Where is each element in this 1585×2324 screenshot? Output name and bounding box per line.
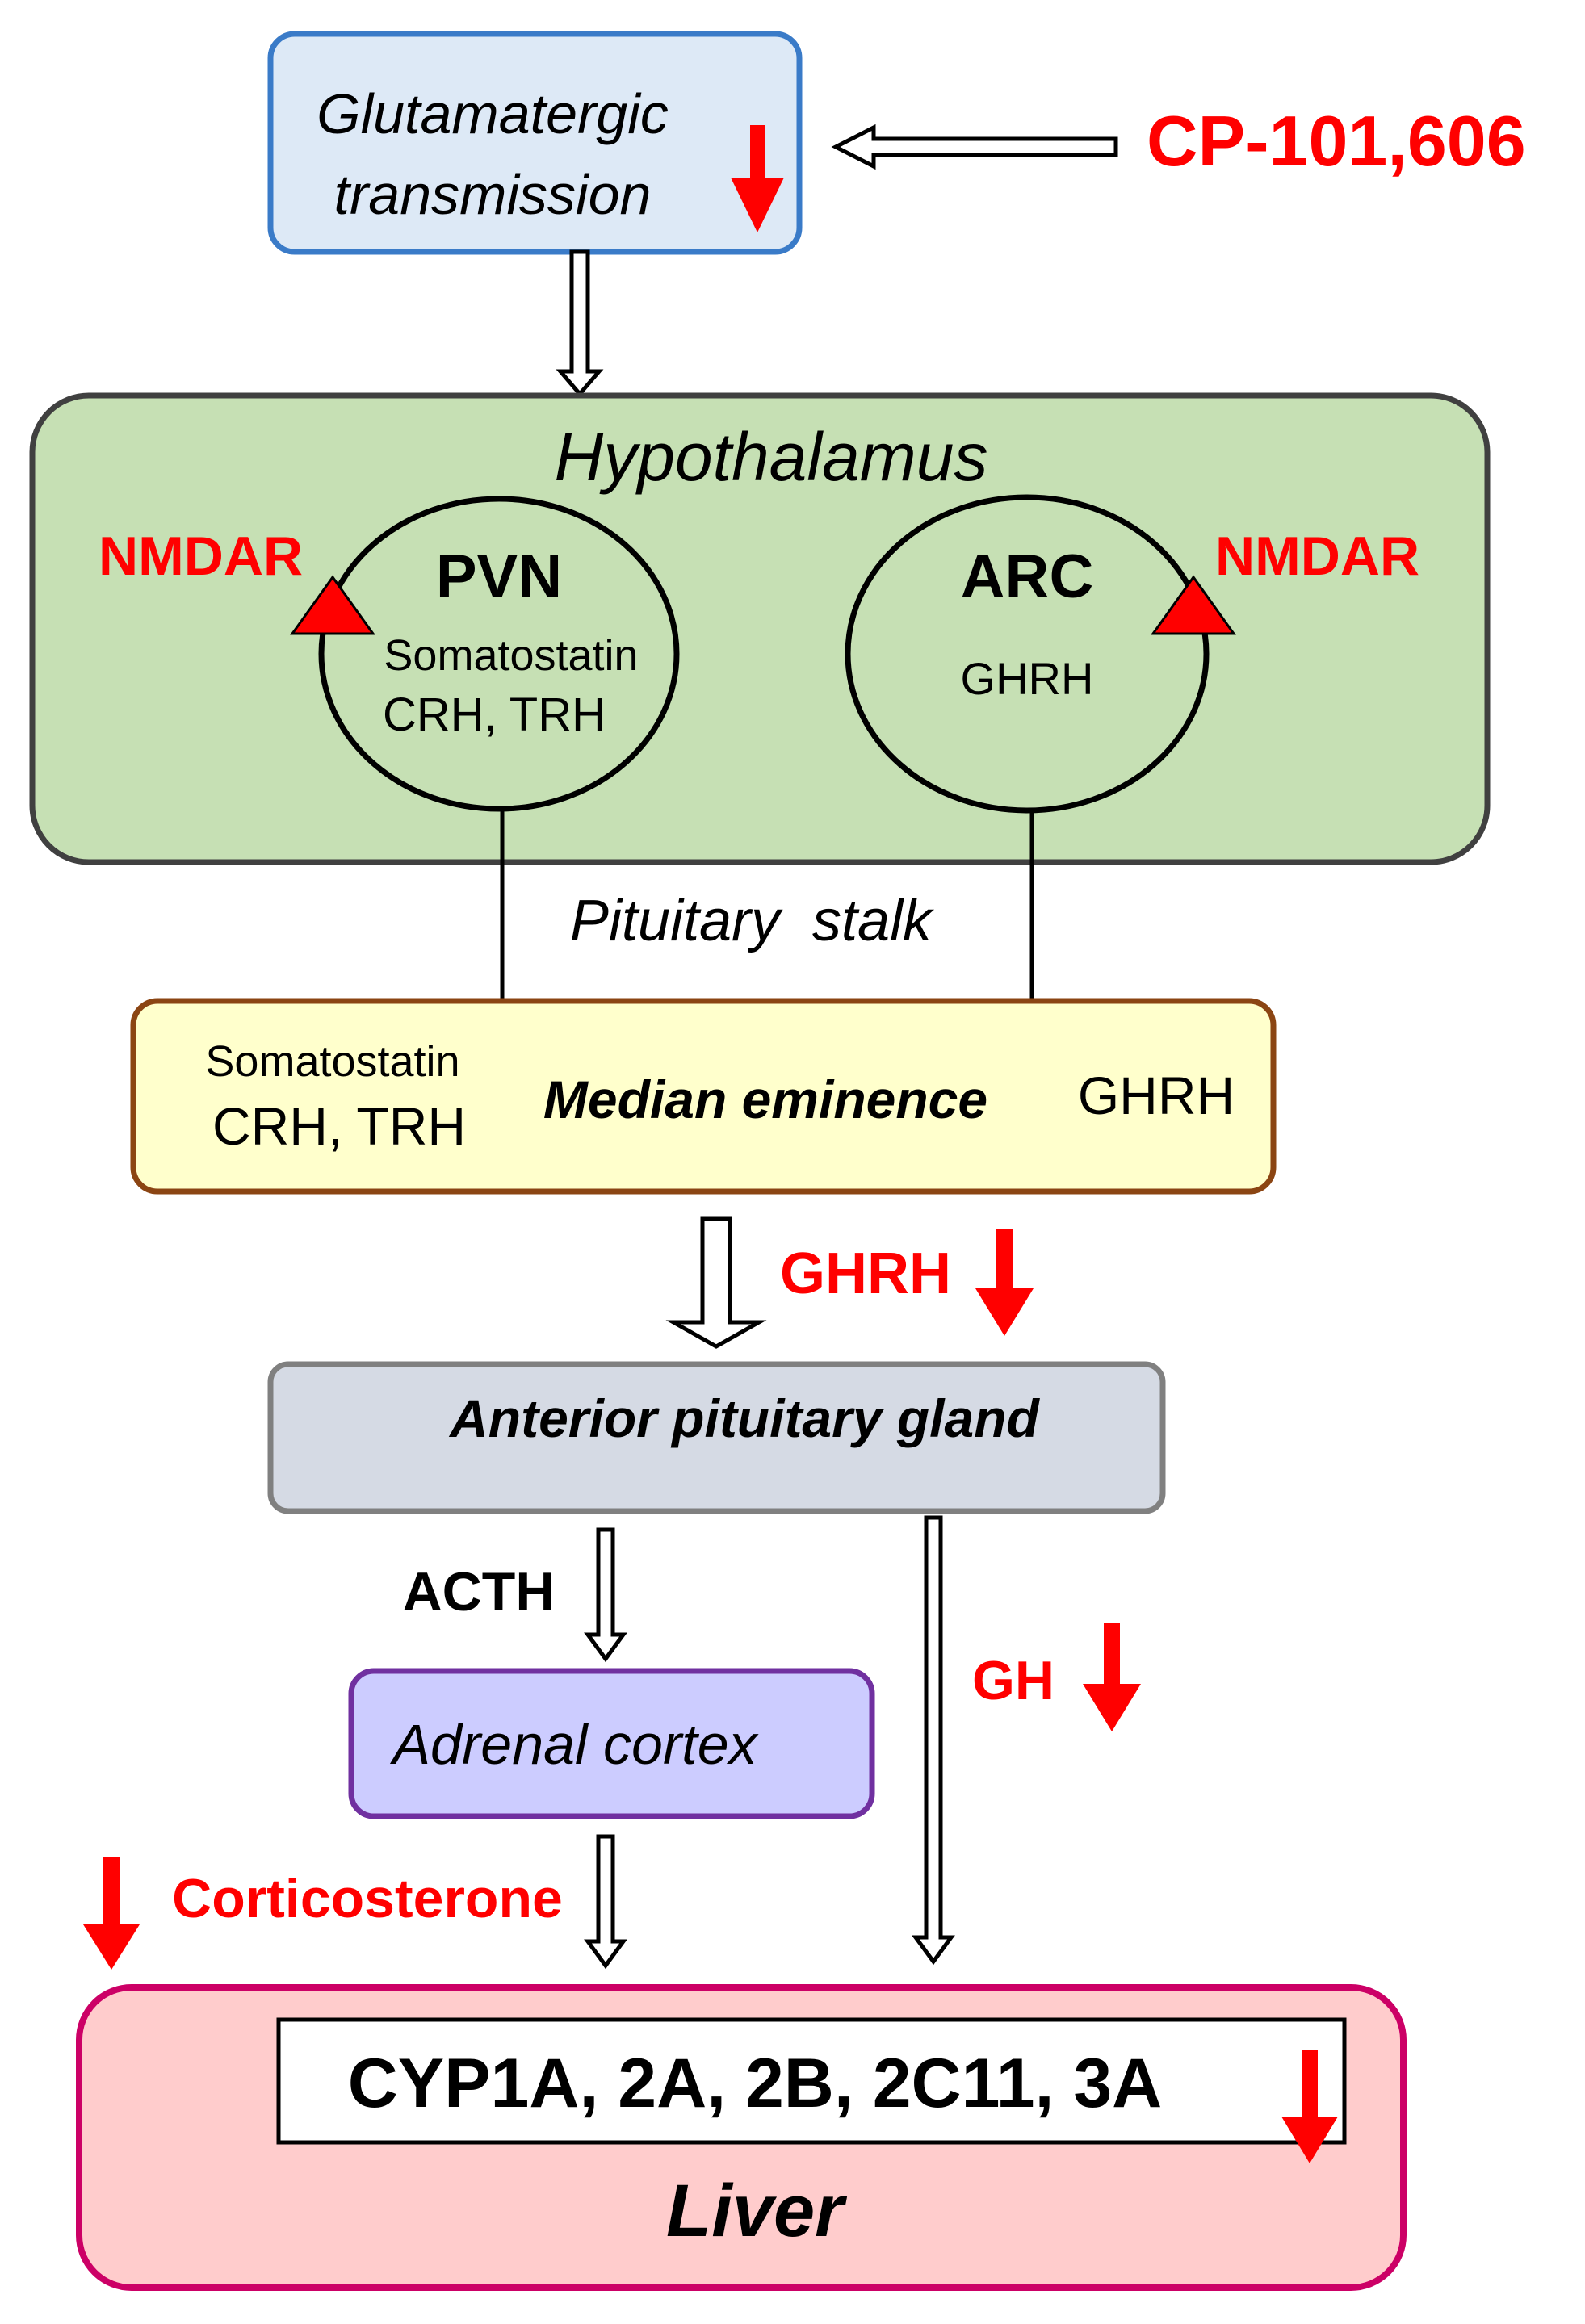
arc-ghrh: GHRH	[961, 653, 1094, 704]
pituitary-stalk-label: Pituitary stalk	[570, 889, 935, 953]
glutamatergic-line2: transmission	[334, 163, 652, 226]
glutamatergic-decrease-arrow-icon	[731, 125, 784, 232]
drug-label: CP-101,606	[1147, 101, 1526, 181]
corticosterone-label: Corticosterone	[172, 1868, 563, 1929]
cyp-enzymes-label: CYP1A, 2A, 2B, 2C11, 3A	[348, 2045, 1163, 2122]
corticosterone-decrease-arrow-icon	[83, 1857, 140, 1970]
adrenal-cortex-title: Adrenal cortex	[389, 1713, 759, 1776]
glutamatergic-to-hypothalamus-arrow	[556, 249, 604, 397]
pvn-nucleus	[318, 496, 680, 812]
arc-nucleus	[845, 494, 1210, 814]
median-eminence-to-pituitary-arrow	[665, 1216, 767, 1349]
median-eminence-ghrh: GHRH	[1078, 1066, 1235, 1125]
pituitary-to-liver-gh-arrow	[912, 1515, 955, 1966]
gh-label: GH	[972, 1650, 1055, 1711]
anterior-pituitary-box	[267, 1361, 1166, 1514]
adrenal-to-liver-arrow	[584, 1834, 627, 1970]
liver-title: Liver	[666, 2170, 847, 2252]
nmdar-left-label: NMDAR	[99, 526, 303, 587]
ghrh-effect-label: GHRH	[780, 1242, 951, 1306]
cyp-enzymes-box	[276, 2017, 1347, 2145]
nmdar-right-triangle-icon	[1151, 575, 1236, 635]
hypothalamus-box	[29, 392, 1491, 865]
pituitary-to-adrenal-arrow	[584, 1527, 627, 1663]
nmdar-right-label: NMDAR	[1215, 526, 1419, 587]
arc-label: ARC	[961, 542, 1094, 611]
median-eminence-title: Median eminence	[543, 1070, 987, 1129]
nmdar-left-triangle-icon	[290, 575, 375, 635]
drug-to-glutamatergic-arrow	[831, 124, 1118, 170]
ghrh-decrease-arrow-icon	[975, 1229, 1034, 1336]
cyp-decrease-arrow-icon	[1281, 2050, 1338, 2163]
median-eminence-box	[130, 998, 1277, 1195]
anterior-pituitary-title: Anterior pituitary gland	[448, 1388, 1040, 1448]
pvn-label: PVN	[436, 542, 562, 611]
acth-label: ACTH	[403, 1561, 556, 1623]
adrenal-cortex-box	[348, 1668, 875, 1819]
hypothalamus-title: Hypothalamus	[555, 419, 988, 495]
glutamatergic-box	[267, 31, 803, 255]
median-eminence-crh-trh: CRH, TRH	[212, 1096, 466, 1156]
pvn-crh-trh: CRH, TRH	[383, 689, 606, 741]
gh-decrease-arrow-icon	[1083, 1623, 1141, 1731]
glutamatergic-line1: Glutamatergic	[317, 82, 669, 145]
median-eminence-somatostatin: Somatostatin	[205, 1037, 459, 1086]
pvn-somatostatin: Somatostatin	[384, 631, 638, 680]
